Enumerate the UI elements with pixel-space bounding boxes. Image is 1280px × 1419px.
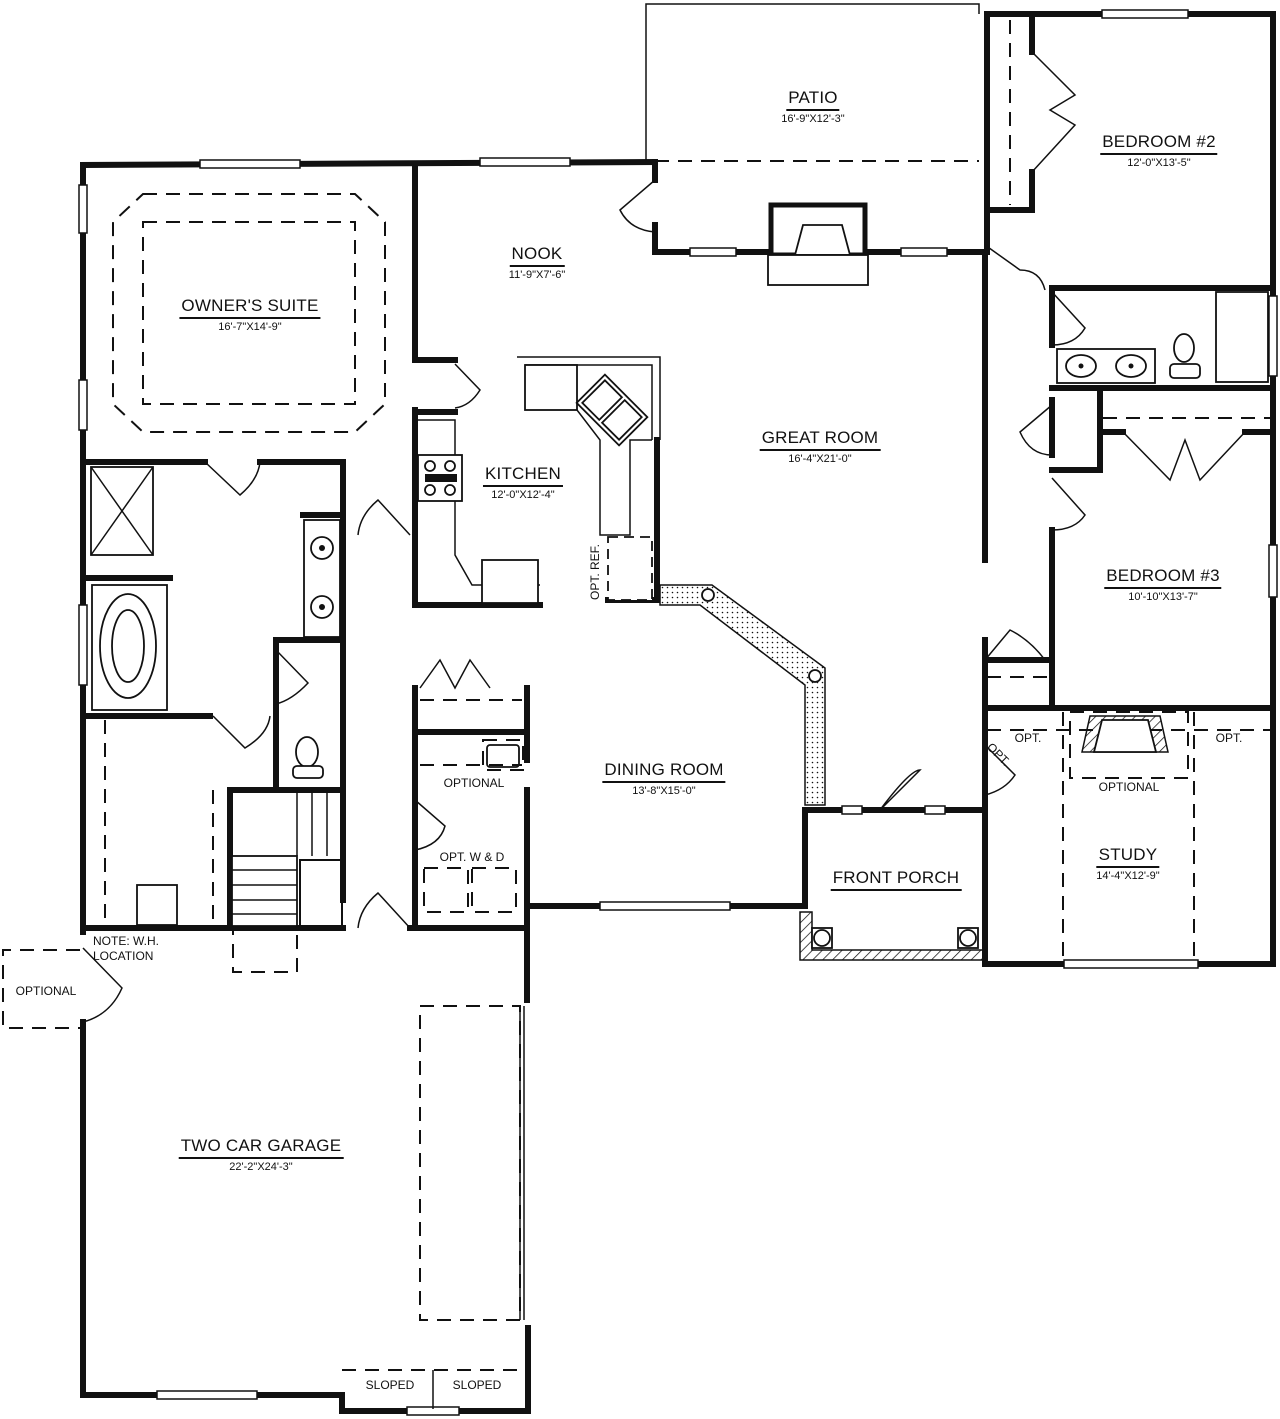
note-sloped-right: SLOPED [452,1378,502,1392]
note-study-fireplace-optional: OPTIONAL [1098,780,1160,794]
room-dimensions: 16'-4"X21'-0" [788,453,852,465]
note-opt-wd: OPT. W & D [439,850,505,864]
front-porch-details [799,807,986,961]
room-name: FRONT PORCH [830,868,962,891]
room-name: NOOK [509,244,565,267]
room-label-kitchen: KITCHEN 12'-0"X12'-4" [482,464,564,501]
master-bath-fixtures [90,466,341,926]
kitchen-cabinets [415,356,661,604]
note-study-opt-right: OPT. [1215,731,1243,745]
room-name: STUDY [1096,845,1160,868]
room-label-bedroom-2: BEDROOM #2 12'-0"X13'-5" [1100,132,1218,169]
dining-angled-wall [659,584,826,806]
room-label-front-porch: FRONT PORCH [830,868,962,891]
room-name: TWO CAR GARAGE [178,1136,344,1159]
note-optional-bump: OPTIONAL [15,984,77,998]
tray-ceiling [112,193,386,433]
note-water-heater-1: NOTE: W.H. [93,934,159,948]
room-label-bedroom-3: BEDROOM #3 10'-10"X13'-7" [1104,566,1222,603]
room-label-great-room: GREAT ROOM 16'-4"X21'-0" [759,428,881,465]
note-study-opt-left: OPT. [1014,731,1042,745]
room-dimensions: 22'-2"X24'-3" [229,1161,293,1173]
room-dimensions: 13'-8"X15'-0" [632,785,696,797]
room-label-nook: NOOK 11'-9"X7'-6" [509,244,565,281]
garage-details [2,949,525,1409]
note-sloped-left: SLOPED [365,1378,415,1392]
room-dimensions: 10'-10"X13'-7" [1128,591,1198,603]
room-name: BEDROOM #3 [1104,566,1222,589]
laundry-fixtures [420,699,524,913]
room-dimensions: 16'-7"X14'-9" [218,321,282,333]
windows [78,9,1278,1416]
room-name: KITCHEN [482,464,564,487]
study-details [987,711,1270,960]
note-laundry-optional: OPTIONAL [443,776,505,790]
note-water-heater-2: LOCATION [93,949,154,963]
doors [82,51,1246,1023]
room-dimensions: 12'-0"X12'-4" [491,489,555,501]
fireplace [767,202,869,286]
room-label-owners-suite: OWNER'S SUITE 16'-7"X14'-9" [179,296,321,333]
room-name: OWNER'S SUITE [179,296,321,319]
room-label-garage: TWO CAR GARAGE 22'-2"X24'-3" [178,1136,344,1173]
patio-outline [645,3,980,162]
room-label-study: STUDY 14'-4"X12'-9" [1096,845,1159,882]
note-opt-ref: OPT. REF. [588,543,602,600]
room-label-patio: PATIO 16'-9"X12'-3" [781,88,844,125]
room-label-dining-room: DINING ROOM 13'-8"X15'-0" [602,760,726,797]
room-name: PATIO [786,88,840,111]
room-name: GREAT ROOM [759,428,881,451]
room-dimensions: 12'-0"X13'-5" [1127,157,1191,169]
room-dimensions: 11'-9"X7'-6" [508,269,566,281]
stairs [212,790,343,973]
room-name: DINING ROOM [602,760,726,783]
room-name: BEDROOM #2 [1100,132,1218,155]
room-dimensions: 14'-4"X12'-9" [1096,870,1160,882]
hall-bath-fixtures [987,20,1270,678]
interior-walls [80,11,1276,931]
room-dimensions: 16'-9"X12'-3" [781,113,845,125]
